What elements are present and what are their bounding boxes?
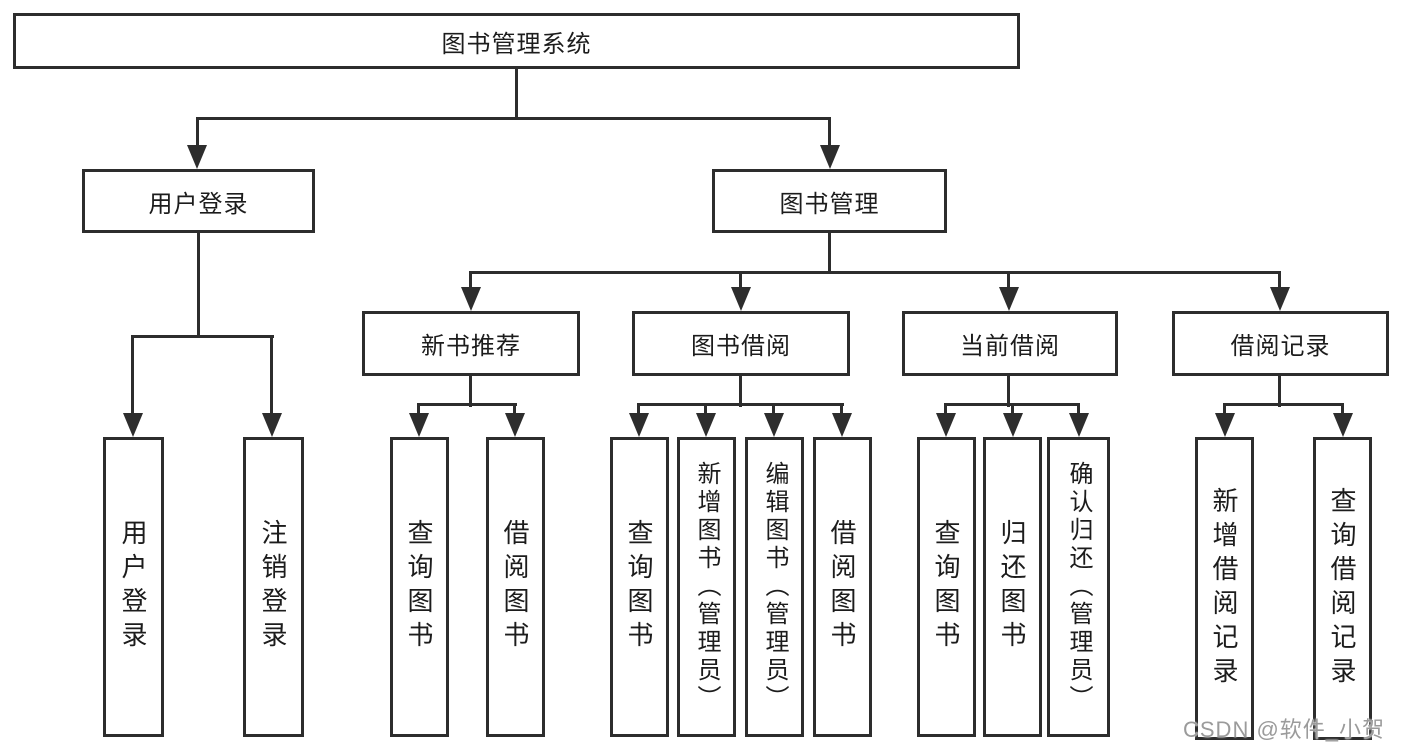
arrow-into-book-mgmt-icon: [820, 145, 840, 169]
connector-drop-book-borrow: [739, 271, 742, 289]
node-label: 图书管理: [779, 190, 880, 218]
leaf-label: 确认归还（管理员）: [1065, 461, 1092, 713]
connector-drop-book-mgmt: [828, 117, 831, 147]
leaf-label: 新增借阅记录: [1209, 486, 1239, 691]
connector-drop: [637, 403, 640, 415]
leaf-label: 用户登录: [118, 519, 148, 655]
node-user-login: 用户登录: [82, 169, 315, 233]
connector-drop: [944, 403, 947, 415]
node-label: 新书推荐: [421, 333, 521, 360]
node-label: 图书借阅: [691, 333, 791, 360]
leaf-confirm-return-admin: 确认归还（管理员）: [1047, 437, 1110, 737]
watermark-text: CSDN @软件_小贺同学: [1183, 717, 1386, 742]
leaf-label: 新增图书（管理员）: [693, 461, 720, 713]
arrow-into-leaf-icon: [1069, 413, 1089, 437]
connector-drop-leaf-logout: [270, 335, 273, 415]
node-book-borrow: 图书借阅: [632, 311, 850, 376]
connector-drop: [417, 403, 420, 415]
connector-new-book-rec-rail: [418, 403, 517, 406]
connector-level2-rail: [197, 117, 831, 120]
leaf-label: 查询图书: [931, 519, 961, 655]
arrow-into-current-borrow-icon: [999, 287, 1019, 311]
connector-borrow-records-stem: [1278, 374, 1281, 407]
leaf-add-borrow-record: 新增借阅记录: [1195, 437, 1254, 740]
arrow-into-leaf-icon: [764, 413, 784, 437]
node-label: 当前借阅: [960, 333, 1060, 360]
connector-drop: [704, 403, 707, 415]
arrow-into-borrow-records-icon: [1270, 287, 1290, 311]
connector-level3-rail: [470, 271, 1281, 274]
node-book-mgmt: 图书管理: [712, 169, 947, 233]
arrow-into-leaf-icon: [409, 413, 429, 437]
leaf-query-books-1: 查询图书: [390, 437, 449, 737]
connector-drop: [772, 403, 775, 415]
connector-current-borrow-stem: [1007, 374, 1010, 407]
node-current-borrow: 当前借阅: [902, 311, 1118, 376]
connector-drop-borrow-records: [1278, 271, 1281, 289]
connector-drop-current-borrow: [1007, 271, 1010, 289]
leaf-query-books-2: 查询图书: [610, 437, 669, 737]
connector-drop-new-book-rec: [469, 271, 472, 289]
arrow-into-leaf-icon: [629, 413, 649, 437]
node-borrow-records: 借阅记录: [1172, 311, 1389, 376]
node-label: 借阅记录: [1230, 333, 1331, 360]
connector-new-book-rec-stem: [469, 374, 472, 407]
connector-drop-user-login: [196, 117, 199, 147]
leaf-add-book-admin: 新增图书（管理员）: [677, 437, 736, 737]
connector-book-borrow-stem: [739, 374, 742, 407]
connector-book-mgmt-stem: [828, 233, 831, 274]
leaf-label: 借阅图书: [500, 519, 530, 655]
leaf-return-book: 归还图书: [983, 437, 1042, 737]
connector-drop: [1077, 403, 1080, 415]
leaf-label: 注销登录: [258, 519, 288, 655]
arrow-into-leaf-user-login-icon: [123, 413, 143, 437]
connector-drop: [840, 403, 843, 415]
arrow-into-leaf-icon: [696, 413, 716, 437]
connector-user-login-rail: [132, 335, 274, 338]
connector-root-stem: [515, 68, 518, 119]
connector-drop: [1341, 403, 1344, 415]
arrow-into-leaf-icon: [1003, 413, 1023, 437]
connector-book-borrow-rail: [638, 403, 844, 406]
connector-drop: [1223, 403, 1226, 415]
arrow-into-leaf-icon: [1215, 413, 1235, 437]
leaf-borrow-books-2: 借阅图书: [813, 437, 872, 737]
node-label: 图书管理系统: [441, 30, 592, 58]
leaf-label: 查询图书: [404, 519, 434, 655]
node-label: 用户登录: [148, 190, 249, 218]
arrow-into-leaf-icon: [505, 413, 525, 437]
leaf-query-borrow-record: 查询借阅记录: [1313, 437, 1372, 740]
connector-drop-leaf-user-login: [131, 335, 134, 415]
leaf-query-books-3: 查询图书: [917, 437, 976, 737]
arrow-into-leaf-icon: [936, 413, 956, 437]
leaf-logout: 注销登录: [243, 437, 304, 737]
connector-drop: [513, 403, 516, 415]
leaf-user-login: 用户登录: [103, 437, 164, 737]
arrow-into-leaf-icon: [832, 413, 852, 437]
connector-user-login-stem: [197, 233, 200, 337]
leaf-borrow-books-1: 借阅图书: [486, 437, 545, 737]
leaf-label: 编辑图书（管理员）: [761, 461, 788, 713]
arrow-into-new-book-rec-icon: [461, 287, 481, 311]
leaf-label: 查询借阅记录: [1327, 486, 1357, 691]
arrow-into-leaf-logout-icon: [262, 413, 282, 437]
arrow-into-book-borrow-icon: [731, 287, 751, 311]
leaf-label: 归还图书: [997, 519, 1027, 655]
node-new-book-rec: 新书推荐: [362, 311, 580, 376]
node-root: 图书管理系统: [13, 13, 1020, 69]
leaf-label: 借阅图书: [827, 519, 857, 655]
connector-drop: [1011, 403, 1014, 415]
leaf-label: 查询图书: [624, 519, 654, 655]
arrow-into-leaf-icon: [1333, 413, 1353, 437]
arrow-into-user-login-icon: [187, 145, 207, 169]
connector-borrow-records-rail: [1224, 403, 1343, 406]
leaf-edit-book-admin: 编辑图书（管理员）: [745, 437, 804, 737]
